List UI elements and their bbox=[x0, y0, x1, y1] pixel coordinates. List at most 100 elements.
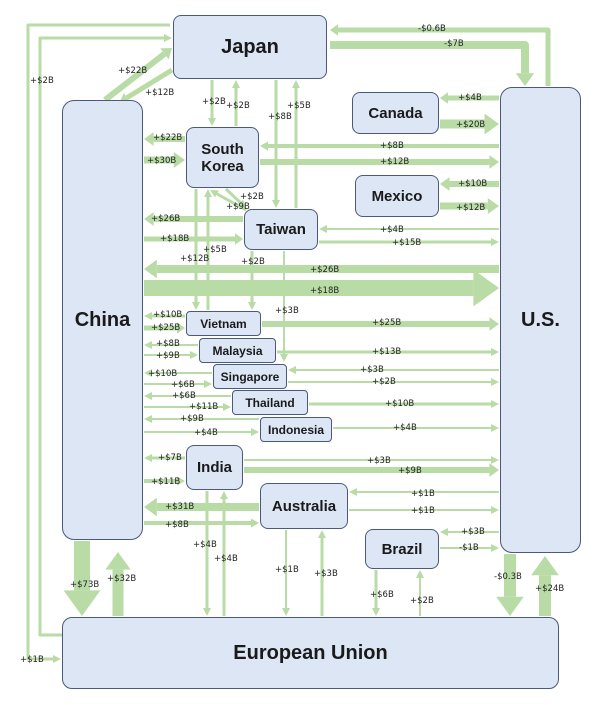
australia-us-1-arrow bbox=[349, 488, 499, 496]
node-japan: Japan bbox=[173, 15, 327, 79]
china-australia-2-arrow bbox=[144, 518, 259, 528]
china-taiwan-1-arrow bbox=[144, 212, 243, 226]
node-us-label: U.S. bbox=[521, 308, 560, 331]
china-us-2-label: +$18B bbox=[310, 286, 340, 296]
node-malaysia: Malaysia bbox=[199, 338, 276, 363]
japan-korea-1-arrow bbox=[208, 80, 216, 126]
us-canada-2-label: +$20B bbox=[456, 120, 486, 130]
china-singapore-1-label: +$10B bbox=[148, 369, 178, 379]
vietnam-us-label: +$25B bbox=[372, 318, 402, 328]
us-mexico-1-label: +$10B bbox=[458, 179, 488, 189]
china-malaysia-1-arrow bbox=[144, 341, 198, 349]
node-brazil-label: Brazil bbox=[381, 540, 423, 558]
china-indonesia-2-label: +$4B bbox=[194, 428, 218, 438]
brazil-us-1-arrow bbox=[440, 528, 499, 536]
node-canada-label: Canada bbox=[368, 104, 423, 122]
node-us: U.S. bbox=[500, 87, 581, 553]
brazil-eu-2-arrow bbox=[416, 570, 424, 616]
china-japan-2-label: +$12B bbox=[145, 88, 175, 98]
korea-us-2-label: +$12B bbox=[380, 157, 410, 167]
china-indonesia-1-label: +$9B bbox=[180, 414, 204, 424]
taiwan-us-2-label: +$15B bbox=[392, 238, 422, 248]
japan-korea-1-label: +$2B bbox=[202, 97, 226, 107]
china-vietnam-1-label: +$10B bbox=[153, 310, 183, 320]
node-taiwan-label: Taiwan bbox=[256, 221, 306, 238]
china-korea-1-arrow bbox=[144, 132, 185, 146]
us-mexico-2-arrow bbox=[440, 197, 499, 215]
japan-taiwan-1-label: +$8B bbox=[268, 112, 292, 122]
korea-vietnam-1-label: +$5B bbox=[203, 245, 227, 255]
india-us-1-label: +$3B bbox=[367, 456, 391, 466]
node-vietnam: Vietnam bbox=[186, 311, 261, 336]
china-us-2-arrow bbox=[144, 269, 499, 307]
china-vietnam-2-label: +$25B bbox=[151, 323, 181, 333]
china-vietnam-1-arrow bbox=[144, 312, 185, 320]
us-eu-1-label: -$0.3B bbox=[494, 572, 522, 582]
china-singapore-2-arrow bbox=[144, 380, 212, 388]
node-australia: Australia bbox=[260, 483, 348, 529]
china-korea-2-arrow bbox=[144, 151, 185, 169]
malaysia-us-label: +$13B bbox=[372, 347, 402, 357]
china-singapore-2-label: +$6B bbox=[171, 380, 195, 390]
node-south-korea-label: South Korea bbox=[201, 140, 244, 175]
indonesia-us-label: +$4B bbox=[393, 423, 417, 433]
node-taiwan: Taiwan bbox=[244, 209, 318, 250]
korea-us-1-label: +$8B bbox=[380, 141, 404, 151]
china-thailand-2-label: +$11B bbox=[189, 402, 219, 412]
singapore-us-1-arrow bbox=[288, 366, 499, 374]
node-eu: European Union bbox=[62, 617, 559, 689]
eu-japan-arrow bbox=[38, 34, 172, 637]
china-us-1-label: +$26B bbox=[310, 265, 340, 275]
australia-us-1-label: +$1B bbox=[411, 489, 435, 499]
korea-us-1-arrow bbox=[260, 141, 499, 151]
china-taiwan-2-label: +$18B bbox=[160, 234, 190, 244]
thailand-us-arrow bbox=[309, 400, 499, 408]
china-eu-2-arrow bbox=[105, 552, 131, 616]
node-brazil: Brazil bbox=[365, 529, 439, 569]
node-indonesia: Indonesia bbox=[260, 417, 332, 442]
thailand-us-label: +$10B bbox=[385, 399, 415, 409]
us-canada-1-arrow bbox=[440, 92, 499, 104]
china-korea-1-label: +$22B bbox=[153, 133, 183, 143]
node-japan-label: Japan bbox=[221, 35, 279, 58]
china-india-2-label: +$11B bbox=[151, 477, 181, 487]
singapore-us-2-label: +$2B bbox=[372, 377, 396, 387]
us-eu-1-arrow bbox=[496, 554, 524, 616]
node-south-korea: South Korea bbox=[186, 127, 259, 188]
china-malaysia-1-label: +$8B bbox=[156, 339, 180, 349]
korea-taiwan-2-label: +$9B bbox=[226, 202, 250, 212]
taiwan-vietnam-label: +$2B bbox=[241, 257, 265, 267]
vietnam-us-arrow bbox=[262, 317, 499, 331]
us-japan-2-arrow bbox=[330, 41, 535, 86]
korea-us-2-arrow bbox=[260, 155, 499, 169]
india-eu-1-label: +$4B bbox=[193, 540, 217, 550]
indonesia-us-arrow bbox=[333, 424, 499, 432]
node-singapore: Singapore bbox=[213, 364, 287, 389]
india-us-2-label: +$9B bbox=[398, 466, 422, 476]
korea-vietnam-2-label: +$12B bbox=[180, 254, 210, 264]
brazil-eu-1-label: +$6B bbox=[370, 590, 394, 600]
china-australia-1-label: +$31B bbox=[165, 502, 195, 512]
us-eu-2-arrow bbox=[531, 556, 559, 616]
china-japan-1-arrow bbox=[103, 48, 172, 103]
china-india-1-label: +$7B bbox=[158, 453, 182, 463]
india-eu-1-arrow bbox=[203, 491, 211, 616]
china-taiwan-1-label: +$26B bbox=[151, 214, 181, 224]
node-canada: Canada bbox=[352, 92, 439, 134]
us-eu-2-label: +$24B bbox=[535, 584, 565, 594]
china-us-1-arrow bbox=[144, 259, 499, 279]
australia-eu-1-arrow bbox=[282, 530, 290, 616]
node-china-label: China bbox=[74, 308, 131, 331]
japan-taiwan-1-arrow bbox=[272, 80, 280, 208]
india-us-1-arrow bbox=[244, 456, 499, 464]
singapore-us-1-label: +$3B bbox=[360, 365, 384, 375]
australia-us-2-label: +$1B bbox=[411, 506, 435, 516]
china-india-2-arrow bbox=[144, 476, 185, 486]
node-indonesia-label: Indonesia bbox=[267, 422, 324, 437]
china-indonesia-1-arrow bbox=[144, 415, 259, 423]
us-japan-1-arrow bbox=[330, 24, 551, 86]
india-eu-2-label: +$4B bbox=[214, 554, 238, 564]
us-canada-2-arrow bbox=[440, 113, 499, 135]
